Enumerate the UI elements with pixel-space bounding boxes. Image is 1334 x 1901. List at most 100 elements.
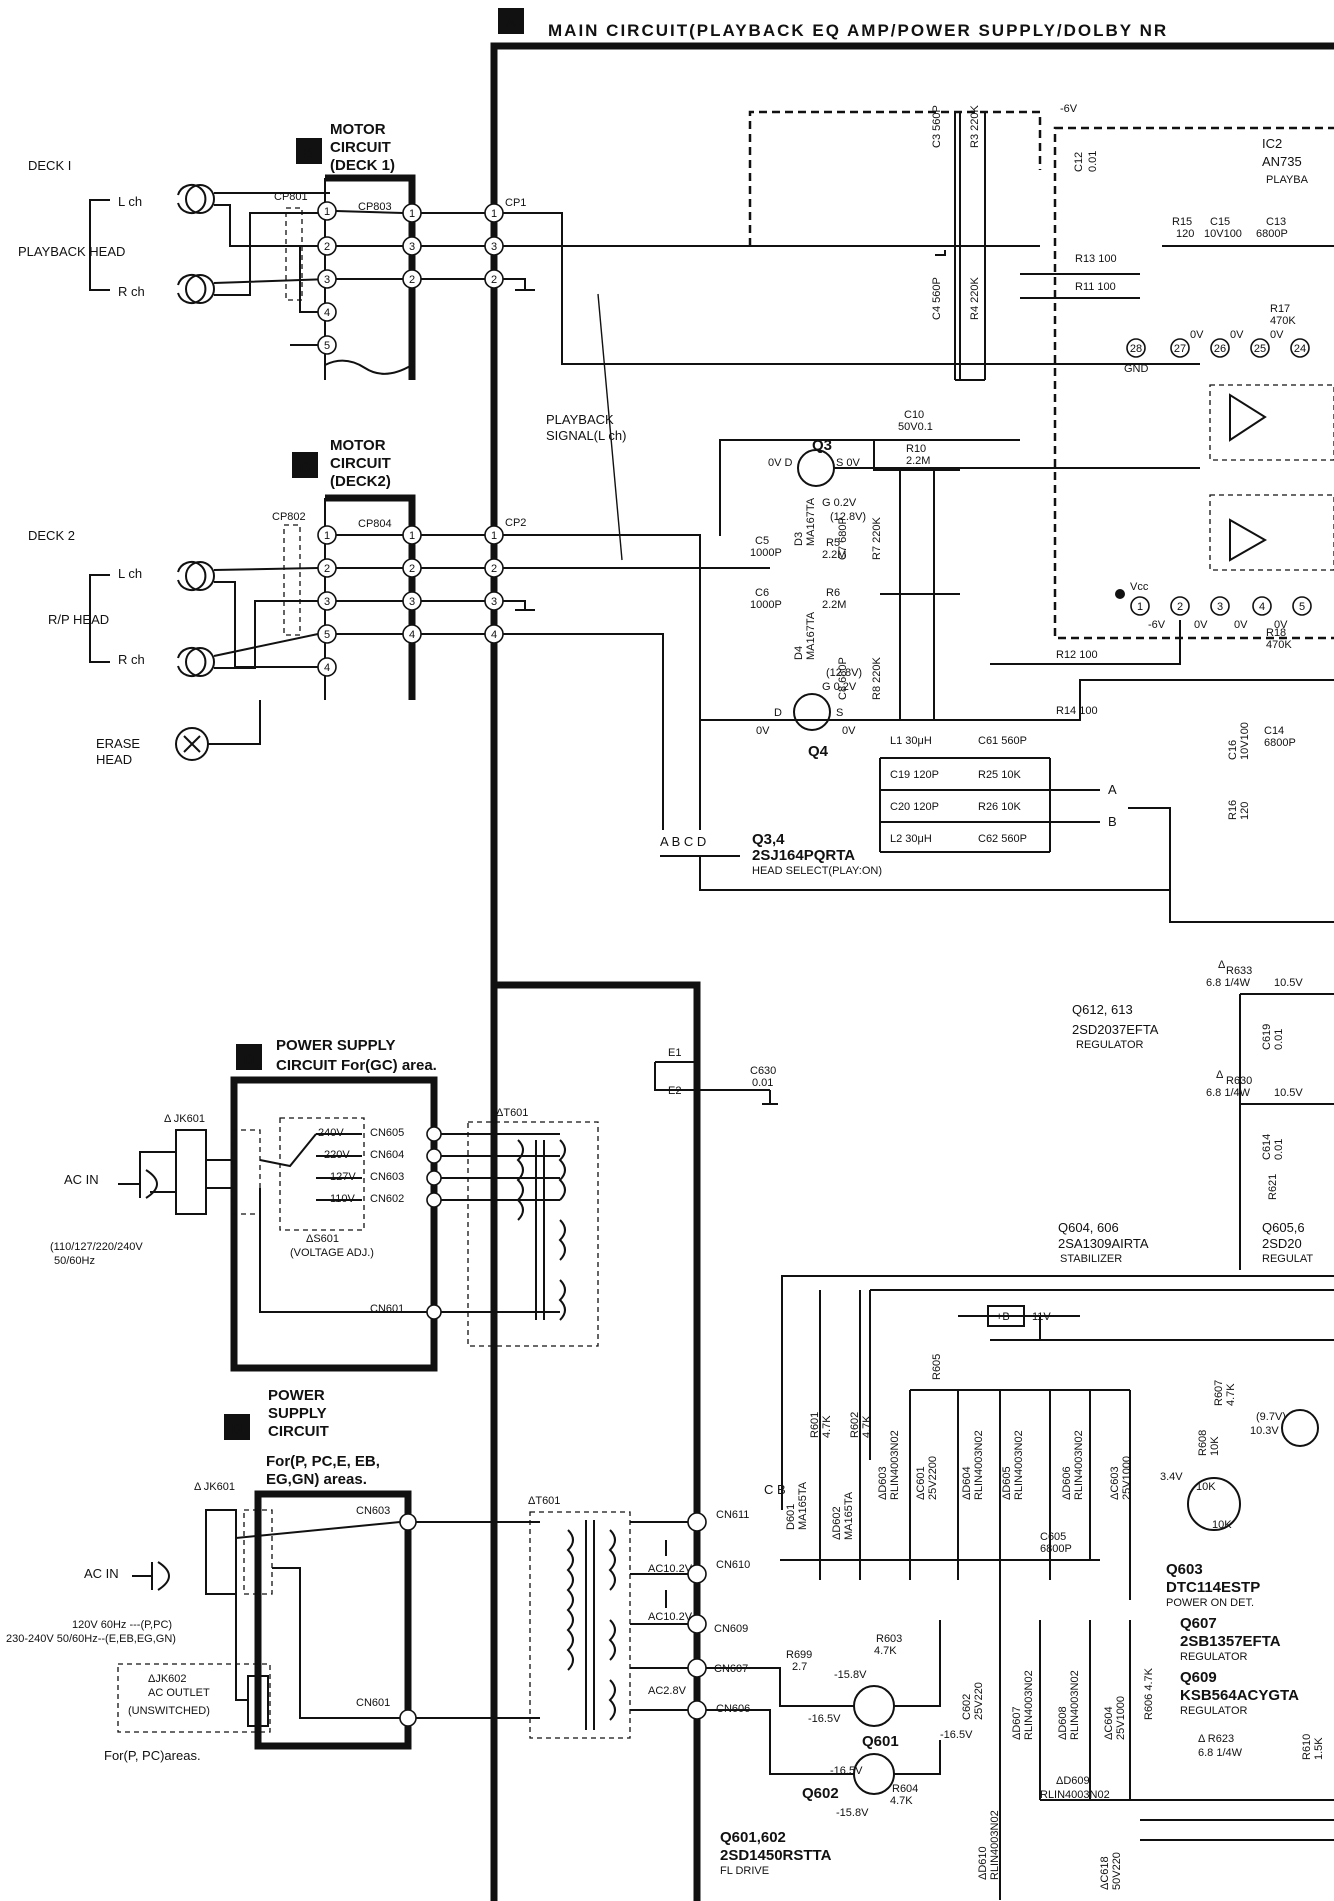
svg-text:3: 3 bbox=[491, 241, 497, 253]
header: A MAIN CIRCUIT(PLAYBACK EQ AMP/POWER SUP… bbox=[498, 8, 1166, 40]
psu-p-line2: SUPPLY bbox=[268, 1405, 327, 1422]
svg-text:Vcc: Vcc bbox=[1130, 581, 1149, 593]
c604-label: ΔC604 bbox=[1103, 1706, 1115, 1740]
motor1-break bbox=[324, 359, 413, 375]
c618-label: ΔC618 bbox=[1099, 1856, 1111, 1890]
svg-text:2: 2 bbox=[409, 563, 415, 575]
cp804-label: CP804 bbox=[358, 518, 392, 530]
l2-label: L2 30μH bbox=[890, 833, 932, 845]
cn604-label: CN604 bbox=[370, 1149, 404, 1161]
r607-value: 4.7K bbox=[1225, 1383, 1237, 1406]
rc-network-2 bbox=[880, 470, 960, 720]
rc-network-1 bbox=[954, 112, 986, 381]
r15-value: 120 bbox=[1176, 228, 1194, 240]
c10-label: C10 bbox=[904, 409, 924, 421]
deck2-group: C MOTOR CIRCUIT (DECK2) DECK 2 L ch R/P … bbox=[28, 437, 770, 830]
ab-route bbox=[1128, 807, 1334, 923]
d608-part: RLIN4003N02 bbox=[1069, 1670, 1081, 1740]
r10-value: 2.2M bbox=[906, 455, 930, 467]
e1-label: E1 bbox=[668, 1047, 681, 1059]
svg-text:2: 2 bbox=[491, 274, 497, 286]
t601b-core bbox=[585, 1520, 595, 1730]
t601b-outline bbox=[529, 1511, 631, 1739]
d606-label: ΔD606 bbox=[1061, 1466, 1073, 1500]
cn602-label: CN602 bbox=[370, 1193, 404, 1205]
ac-in2-label: AC IN bbox=[84, 1566, 119, 1581]
r603-label: R603 bbox=[876, 1633, 902, 1645]
c605-label: C605 bbox=[1040, 1531, 1066, 1543]
gnd1 bbox=[935, 250, 946, 256]
svg-text:4: 4 bbox=[1259, 601, 1265, 613]
q601602-part: 2SD1450RSTTA bbox=[720, 1847, 832, 1864]
cp802-pins: 1 2 3 5 4 bbox=[317, 525, 337, 677]
t601a-core bbox=[535, 1140, 545, 1320]
head-r1-icon bbox=[177, 274, 215, 304]
out-b: B bbox=[1108, 814, 1117, 829]
v103: 10.3V bbox=[1250, 1425, 1279, 1437]
s601-label: ΔS601 bbox=[306, 1233, 339, 1245]
out-a: A bbox=[1108, 782, 1117, 797]
c15-value: 10V100 bbox=[1204, 228, 1242, 240]
cp803-label: CP803 bbox=[358, 201, 392, 213]
v105a: 10.5V bbox=[1274, 977, 1303, 989]
cp802-outline bbox=[283, 524, 301, 636]
r601-label: R601 bbox=[809, 1412, 821, 1438]
ac-volts-2: 50/60Hz bbox=[54, 1255, 95, 1267]
svg-text:3: 3 bbox=[409, 241, 415, 253]
v5: -15.8V bbox=[836, 1807, 869, 1819]
cp1-links bbox=[421, 212, 485, 280]
q603-r2: 10K bbox=[1212, 1519, 1232, 1531]
section-a-letter: A bbox=[506, 15, 517, 32]
psu-gc-group: D POWER SUPPLY CIRCUIT For(GC) area. Δ J… bbox=[50, 1037, 599, 1372]
d603-part: RLIN4003N02 bbox=[889, 1430, 901, 1500]
t601a-coils bbox=[516, 1139, 566, 1321]
q602-label: Q602 bbox=[802, 1785, 839, 1802]
r623-label: Δ R623 bbox=[1198, 1733, 1234, 1745]
r602-value: 4.7K bbox=[861, 1415, 873, 1438]
erase-label-1: ERASE bbox=[96, 736, 140, 751]
v34: 3.4V bbox=[1160, 1471, 1183, 1483]
psu-gc-border bbox=[230, 1076, 438, 1372]
jk601b-dash bbox=[243, 1509, 273, 1595]
section-a-badge bbox=[498, 8, 524, 34]
head-r2-icon bbox=[177, 647, 215, 677]
d605-label: ΔD605 bbox=[1001, 1466, 1013, 1500]
r630-value: 6.8 1/4W bbox=[1206, 1087, 1251, 1099]
q601-icon bbox=[853, 1685, 895, 1727]
d609-part: RLIN4003N02 bbox=[1040, 1789, 1110, 1801]
e1e2-group: E1 E2 C630 0.01 bbox=[654, 1047, 778, 1105]
d3-label: D3 bbox=[793, 532, 805, 546]
svg-text:1: 1 bbox=[1137, 601, 1143, 613]
d606-part: RLIN4003N02 bbox=[1073, 1430, 1085, 1500]
r4-label: R4 220K bbox=[969, 277, 981, 320]
for-p-pc-label: For(P, PC)areas. bbox=[104, 1748, 201, 1763]
gc-pins bbox=[426, 1126, 442, 1320]
outlet-1: ΔJK602 bbox=[148, 1673, 187, 1685]
cp1-label: CP1 bbox=[505, 197, 526, 209]
section-d2-badge bbox=[224, 1414, 250, 1440]
svg-text:28: 28 bbox=[1130, 343, 1142, 355]
cp801-pins: 1 2 3 4 5 bbox=[317, 201, 337, 355]
r607-label: R607 bbox=[1213, 1380, 1225, 1406]
d610-label: ΔD610 bbox=[977, 1846, 989, 1880]
voltage-adj-label: (VOLTAGE ADJ.) bbox=[290, 1247, 374, 1259]
ac-in1-label: AC IN bbox=[64, 1172, 99, 1187]
motor1-line3: (DECK 1) bbox=[330, 157, 395, 174]
shield-line-top bbox=[748, 110, 1042, 246]
r610-value: 1.5K bbox=[1313, 1737, 1325, 1760]
r6-value: 2.2M bbox=[822, 599, 846, 611]
jk601a-label: Δ JK601 bbox=[164, 1113, 205, 1125]
r604-value: 4.7K bbox=[890, 1795, 913, 1807]
r699-value: 2.7 bbox=[792, 1661, 807, 1673]
svg-text:4: 4 bbox=[491, 629, 497, 641]
psu-p-group: D POWER SUPPLY CIRCUIT For(P, PC,E, EB, … bbox=[6, 1387, 750, 1763]
r633-delta: Δ bbox=[1218, 959, 1226, 971]
svg-text:GND: GND bbox=[1124, 363, 1149, 375]
ac-plug2-icon bbox=[132, 1561, 170, 1591]
q601602-label: Q601,602 bbox=[720, 1829, 786, 1846]
psu-p-line4: For(P, PC,E, EB, bbox=[266, 1453, 380, 1470]
opamp-outlines bbox=[1209, 384, 1334, 571]
deck1-wires bbox=[213, 192, 331, 296]
r621-label: R621 bbox=[1267, 1174, 1279, 1200]
c601-label: ΔC601 bbox=[915, 1466, 927, 1500]
